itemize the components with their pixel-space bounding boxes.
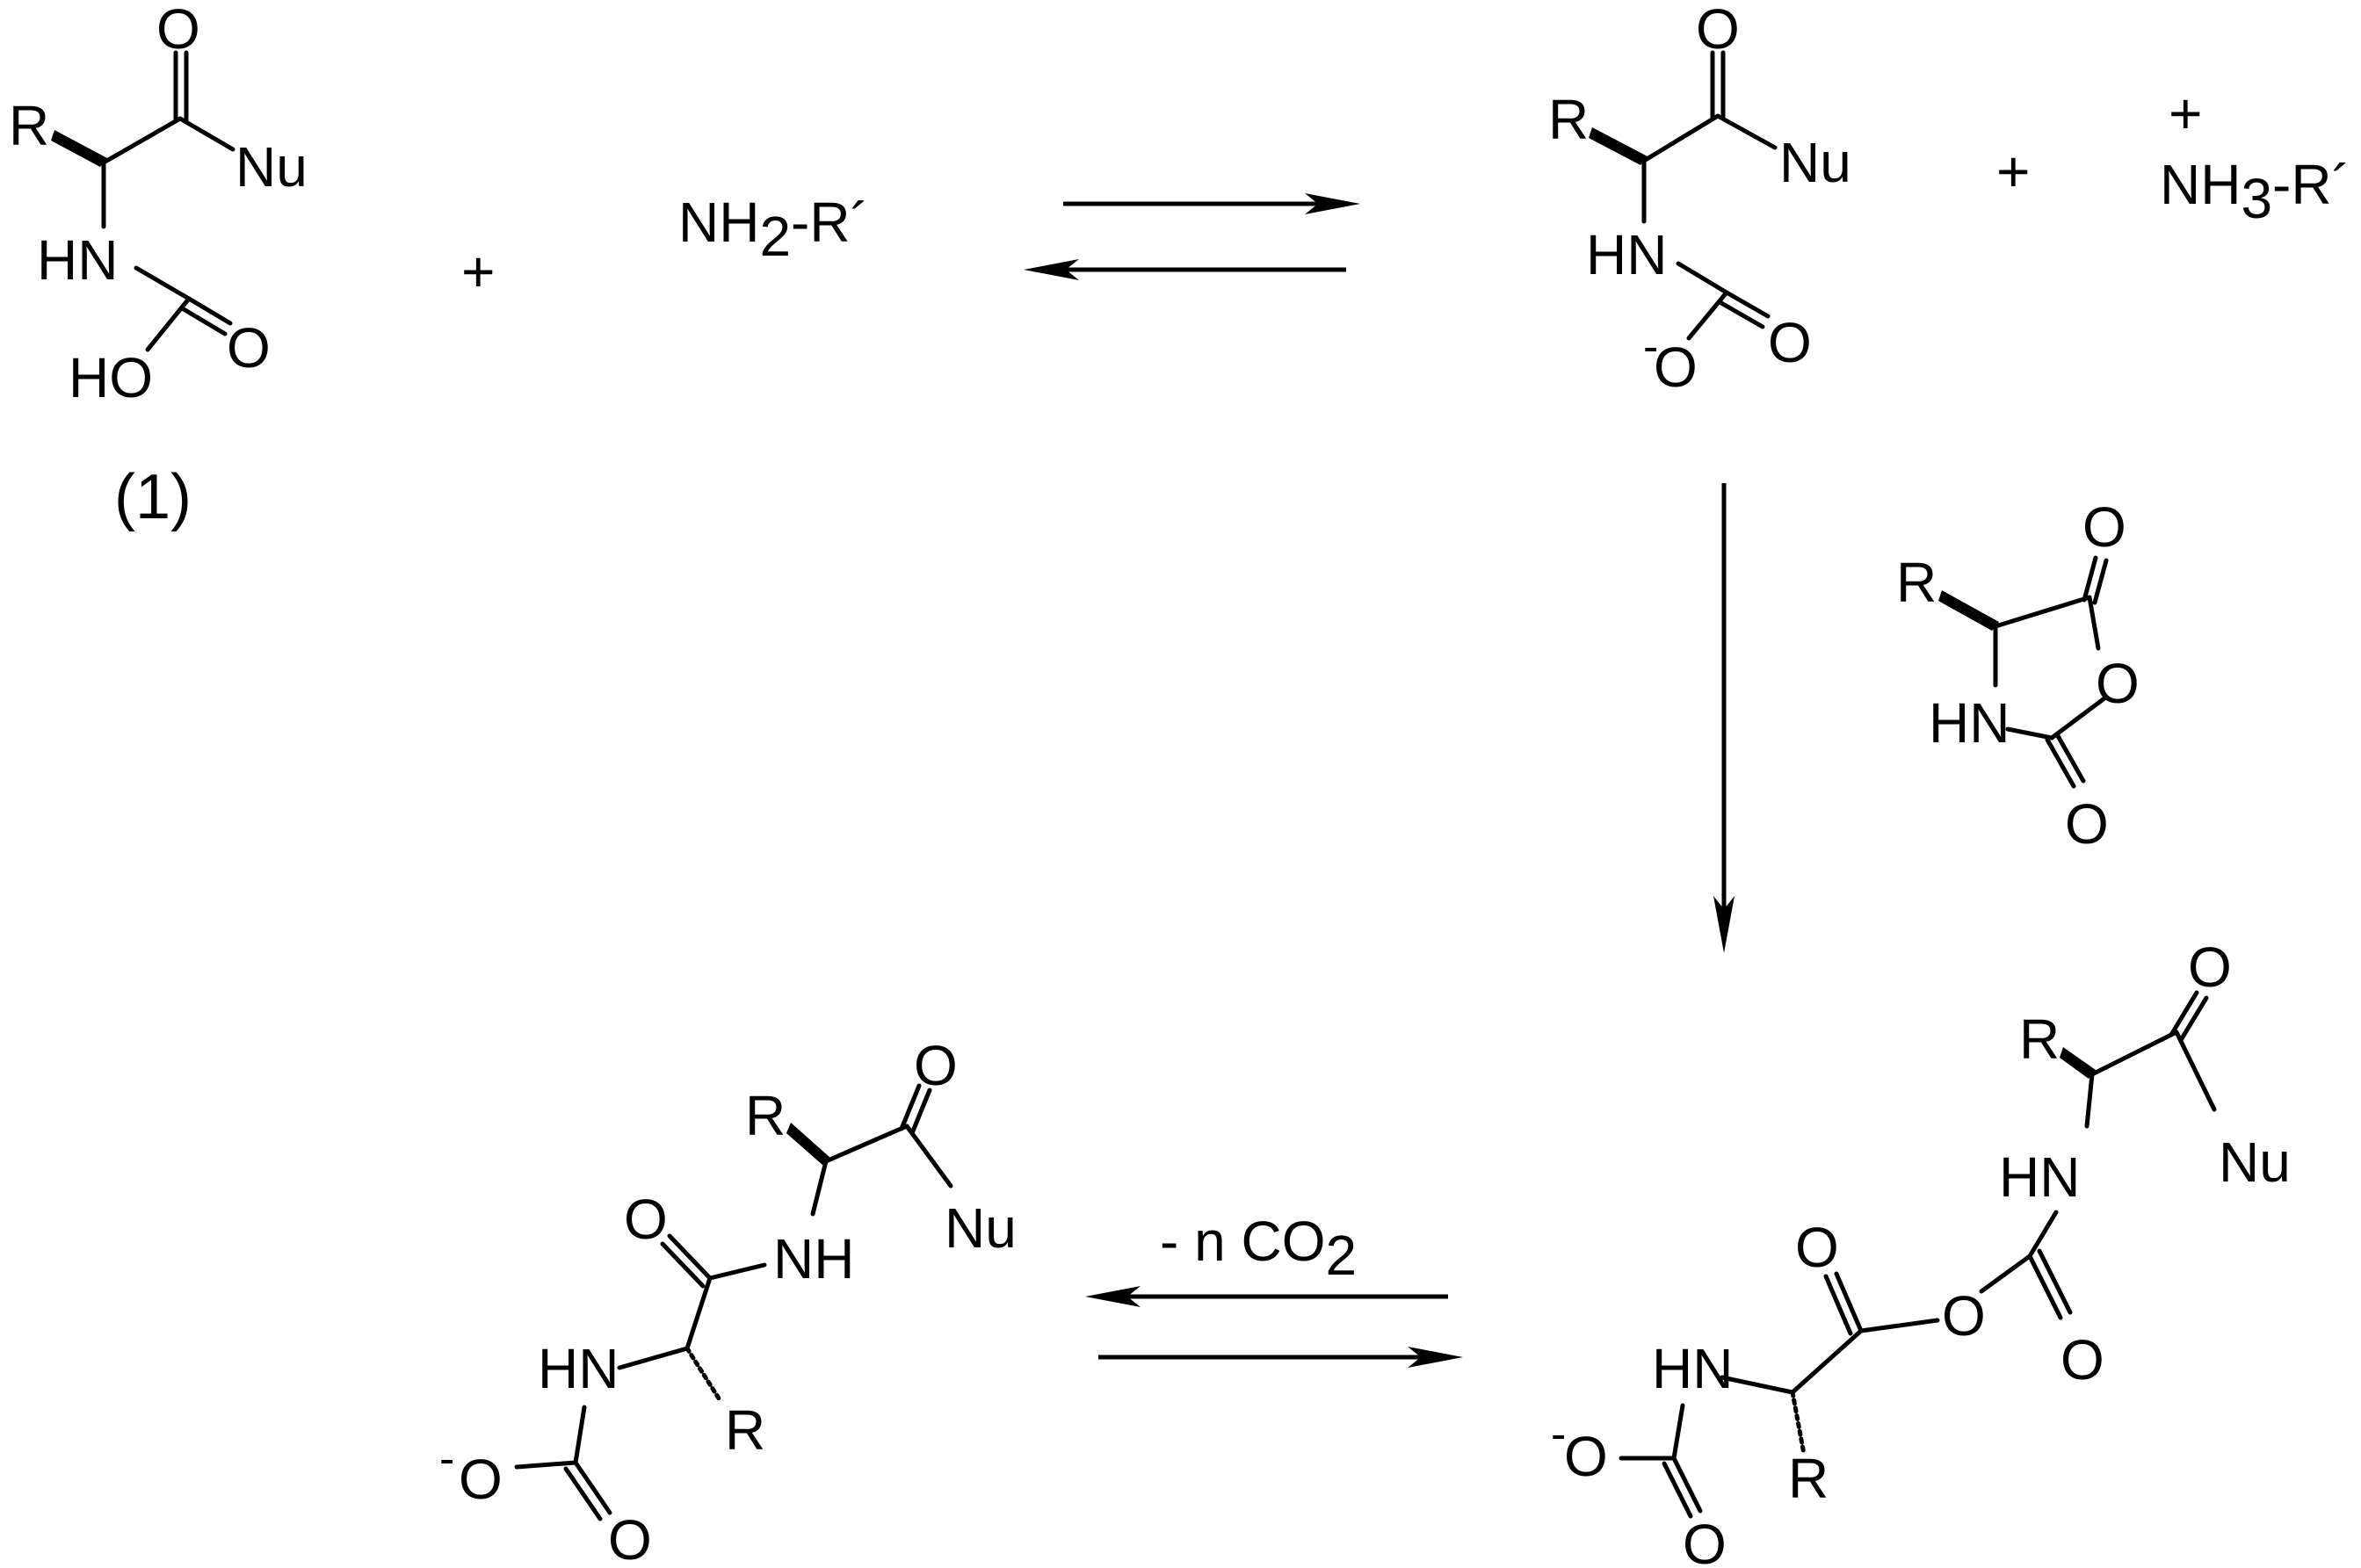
wedge-bond	[51, 130, 107, 167]
atom-O: O	[2188, 936, 2232, 999]
atom-R: R	[1788, 1447, 1829, 1510]
minus-charge: -	[1643, 322, 1658, 372]
atom-O: O	[624, 1188, 668, 1251]
atom-O: O	[2060, 1328, 2104, 1391]
arrowhead-left	[1085, 1286, 1141, 1307]
positive-charge: +	[2169, 81, 2203, 146]
atom-HN: HN	[1586, 223, 1667, 286]
atom-O: O	[1942, 1284, 1986, 1348]
atom-HO: HO	[69, 346, 153, 409]
atom-Nu: Nu	[1779, 131, 1851, 194]
atom-R: R	[725, 1398, 765, 1462]
carbamate-anion: R O Nu HN O - O	[1548, 0, 1851, 399]
atom-O: O	[227, 316, 271, 379]
atom-O: O	[2065, 792, 2109, 856]
wedge-bond	[2060, 1047, 2096, 1079]
wedge-bond	[786, 1123, 830, 1165]
atom-NH: NH	[773, 1227, 854, 1290]
atom-Nu: Nu	[235, 135, 308, 199]
atom-R: R	[1896, 551, 1937, 614]
compound-label-1: (1)	[114, 462, 192, 532]
co2-loss-label: - n CO2	[1160, 1210, 1357, 1287]
atom-O: O	[608, 1508, 652, 1568]
atom-HN: HN	[1652, 1337, 1733, 1400]
carbamic-acid-reactant: R O Nu HN O HO (1)	[9, 0, 308, 532]
plus-sign: +	[1996, 139, 2031, 204]
amine-formula: NH2-R´	[678, 191, 869, 268]
mixed-anhydride-intermediate: R O Nu HN O O O HN R O - O	[1551, 936, 2291, 1568]
minus-charge: -	[1551, 1409, 1566, 1460]
atom-R: R	[9, 94, 49, 157]
atom-O: O	[2096, 652, 2140, 715]
atom-R: R	[1548, 88, 1589, 151]
atom-HN: HN	[538, 1337, 619, 1400]
atom-HN: HN	[37, 228, 118, 292]
reaction-arrow-down	[1713, 483, 1735, 953]
atom-Nu: Nu	[945, 1196, 1017, 1260]
atom-O: O	[1768, 311, 1812, 374]
dipeptide-carbamate-product: R O Nu NH O HN R O - O	[439, 1034, 1017, 1568]
equilibrium-arrows-top	[1024, 193, 1360, 280]
ammonium-product: + NH3-R´	[2160, 81, 2350, 230]
equilibrium-arrows-bottom: - n CO2	[1085, 1210, 1463, 1368]
amine-reagent: NH2-R´	[678, 191, 869, 268]
arrowhead-left	[1024, 259, 1079, 280]
n-carboxyanhydride: R O O HN O	[1896, 495, 2140, 856]
atom-O: O	[914, 1034, 958, 1097]
wedge-bond	[1938, 590, 1999, 631]
wedge-bond	[1589, 127, 1648, 165]
atom-O: O	[156, 0, 200, 61]
arrowhead-down	[1713, 896, 1735, 953]
atom-O: O	[1696, 0, 1740, 61]
ammonium-formula: NH3-R´	[2160, 153, 2350, 230]
atom-Nu: Nu	[2219, 1131, 2291, 1194]
arrowhead-right	[1305, 193, 1360, 214]
atom-O: O	[1795, 1216, 1839, 1279]
atom-O: O	[1683, 1513, 1727, 1568]
atom-O: O	[2082, 495, 2126, 559]
atom-O: O	[459, 1448, 503, 1511]
atom-HN: HN	[1999, 1145, 2080, 1209]
arrowhead-right	[1408, 1347, 1463, 1368]
plus-sign: +	[461, 239, 496, 304]
bond	[101, 116, 183, 165]
atom-O: O	[1654, 336, 1698, 399]
minus-charge: -	[439, 1434, 454, 1485]
atom-HN: HN	[1929, 691, 2010, 755]
atom-O: O	[1564, 1425, 1608, 1488]
atom-R: R	[2019, 1008, 2060, 1071]
atom-R: R	[745, 1084, 786, 1147]
